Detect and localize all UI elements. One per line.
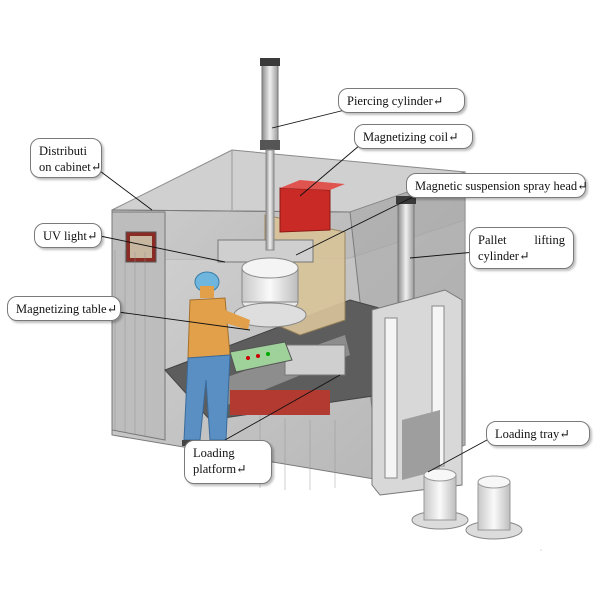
label-loading-line-2: platform↵	[193, 462, 247, 476]
callout-magnetizing-table: Magnetizing table↵	[7, 296, 121, 321]
spray-head-assembly	[217, 239, 314, 328]
label-magnetic-spray-head: Magnetic suspension spray head↵	[415, 179, 588, 193]
operator-figure	[182, 271, 250, 446]
callout-loading-tray: Loading tray↵	[486, 421, 590, 446]
label-uv-light: UV light↵	[43, 229, 98, 243]
callout-loading-platform: Loading platform↵	[184, 440, 272, 484]
callout-leader-lines	[91, 109, 499, 473]
label-magnetizing-table: Magnetizing table↵	[16, 302, 118, 316]
label-pallet-line-1: Pallet lifting	[478, 233, 565, 247]
callout-magnetizing-coil: Magnetizing coil↵	[354, 124, 473, 149]
piercing-cylinder	[260, 58, 280, 251]
label-loading-line-1: Loading	[193, 446, 235, 460]
pallet-lifting-cylinder	[371, 196, 463, 496]
callout-uv-light: UV light↵	[34, 223, 102, 248]
mark-dot: ·	[540, 548, 542, 554]
loading-trays	[411, 468, 523, 540]
distribution-cabinet	[111, 211, 166, 441]
label-piercing-cylinder: Piercing cylinder↵	[347, 94, 444, 108]
callout-pallet-lifting-cylinder: Pallet lifting cylinder↵	[469, 227, 574, 269]
label-distribution-line-1: Distributi	[39, 144, 87, 158]
label-loading-tray: Loading tray↵	[495, 427, 570, 441]
callout-piercing-cylinder: Piercing cylinder↵	[338, 88, 465, 113]
label-distribution-line-2: on cabinet↵	[39, 160, 102, 174]
label-magnetizing-coil: Magnetizing coil↵	[363, 130, 459, 144]
callout-magnetic-spray-head: Magnetic suspension spray head↵	[406, 173, 588, 198]
callout-distribution-cabinet: Distributi on cabinet↵	[30, 138, 102, 178]
control-panel	[229, 341, 293, 373]
label-pallet-line-2: cylinder↵	[478, 249, 530, 263]
